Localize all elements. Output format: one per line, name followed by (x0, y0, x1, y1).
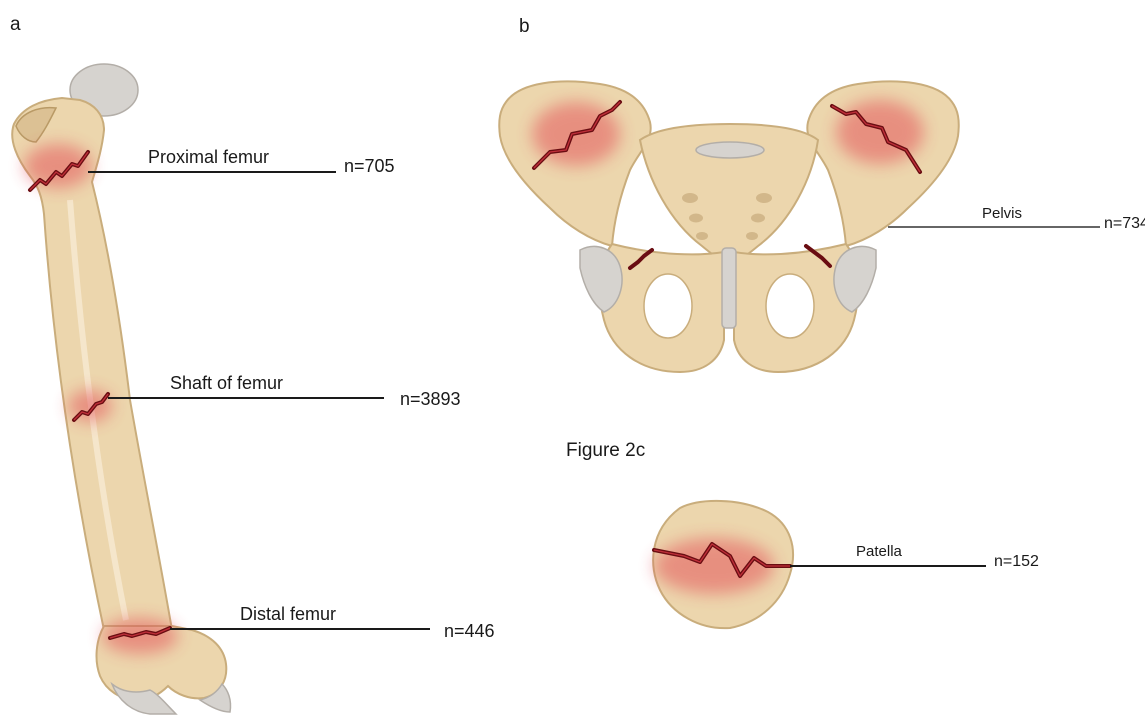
pelvis-count: n=734 (1104, 215, 1145, 232)
callout-distal-femur: Distal femur n=446 (170, 604, 495, 641)
callout-patella: Patella n=152 (790, 543, 1039, 570)
panel-label-c: Figure 2c (566, 440, 645, 461)
right-acetabulum (834, 247, 876, 312)
distal-femur-label: Distal femur (240, 604, 336, 624)
panel-label-a: a (10, 14, 21, 35)
left-acetabulum (580, 247, 622, 312)
panel-label-b: b (519, 16, 530, 37)
patella-count: n=152 (994, 553, 1039, 570)
pubic-symphysis (722, 248, 736, 328)
distal-femur-count: n=446 (444, 621, 495, 641)
shaft-femur-count: n=3893 (400, 389, 461, 409)
callout-proximal-femur: Proximal femur n=705 (88, 147, 395, 176)
proximal-femur-count: n=705 (344, 156, 395, 176)
patella-illustration (653, 501, 793, 628)
proximal-femur-label: Proximal femur (148, 147, 269, 167)
pelvis-label: Pelvis (982, 205, 1022, 222)
patella-label: Patella (856, 543, 903, 560)
shaft-femur-label: Shaft of femur (170, 373, 283, 393)
callout-pelvis: Pelvis n=734 (888, 205, 1145, 232)
callout-shaft-femur: Shaft of femur n=3893 (108, 373, 461, 409)
sacral-promontory (696, 142, 764, 158)
